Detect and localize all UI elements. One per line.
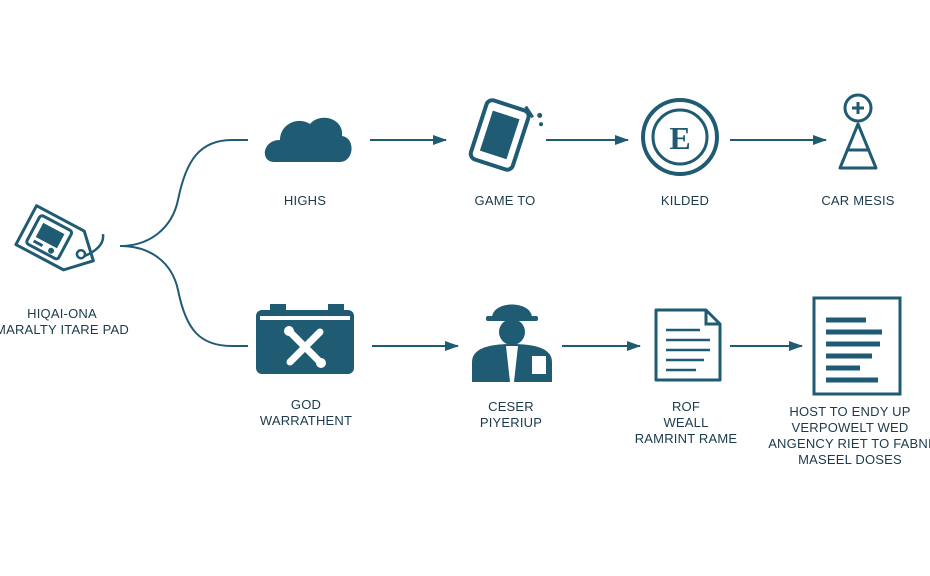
bottom-label-2: CESER PIYERIUP [480, 399, 542, 431]
source-label: HIQAI-ONA MARALTY ITARE PAD [0, 306, 129, 338]
bottom-label-4-line-4: MASEEL DOSES [798, 452, 902, 467]
bottom-label-4-line-1: HOST TO ENDY UP [789, 404, 911, 419]
top-label-4: CAR MESIS [821, 193, 894, 209]
bottom-label-1: GOD WARRATHENT [260, 397, 352, 429]
toolbox-icon [256, 304, 354, 374]
top-label-4-line-1: CAR MESIS [821, 193, 895, 208]
tag-phone-icon [14, 204, 105, 272]
phone-card-icon [468, 98, 544, 172]
top-label-1: HIGHS [284, 193, 326, 209]
bottom-label-2-line-1: CESER [488, 399, 534, 414]
top-label-1-line-1: HIGHS [283, 193, 327, 208]
bottom-label-3-line-2: WEALL [663, 415, 709, 430]
top-label-2: GAME TO [475, 193, 536, 209]
bottom-label-4: HOST TO ENDY UP VERPOWELT WED ANGENCY RI… [768, 404, 930, 468]
bottom-label-4-line-3: ANGENCY RIET TO FABNI [768, 436, 930, 451]
hourglass-pin-icon [838, 93, 878, 170]
bottom-label-2-line-2: PIYERIUP [479, 415, 543, 430]
bottom-label-3-line-1: ROF [671, 399, 701, 414]
source-label-line-2: MARALTY ITARE PAD [0, 322, 129, 337]
bottom-label-3-line-3: RAMRINT RAME [634, 431, 738, 446]
branch-connector-bottom [119, 245, 248, 347]
document-icon [654, 308, 722, 382]
bottom-label-1-line-2: WARRATHENT [259, 413, 353, 428]
bottom-label-4-line-2: VERPOWELT WED [791, 420, 909, 435]
branch-connector-top [119, 139, 248, 247]
top-label-3: KILDED [661, 193, 709, 209]
coin-badge-icon: E [641, 98, 719, 176]
top-label-2-line-1: GAME TO [474, 193, 536, 208]
bottom-label-1-line-1: GOD [290, 397, 322, 412]
badge-letter: E [669, 120, 690, 156]
source-label-line-1: HIQAI-ONA [27, 306, 97, 321]
worker-icon [472, 304, 552, 382]
bottom-label-3: ROF WEALL RAMRINT RAME [635, 399, 738, 447]
report-icon [812, 296, 902, 396]
top-label-3-line-1: KILDED [660, 193, 710, 208]
cloud-icon [264, 117, 352, 162]
